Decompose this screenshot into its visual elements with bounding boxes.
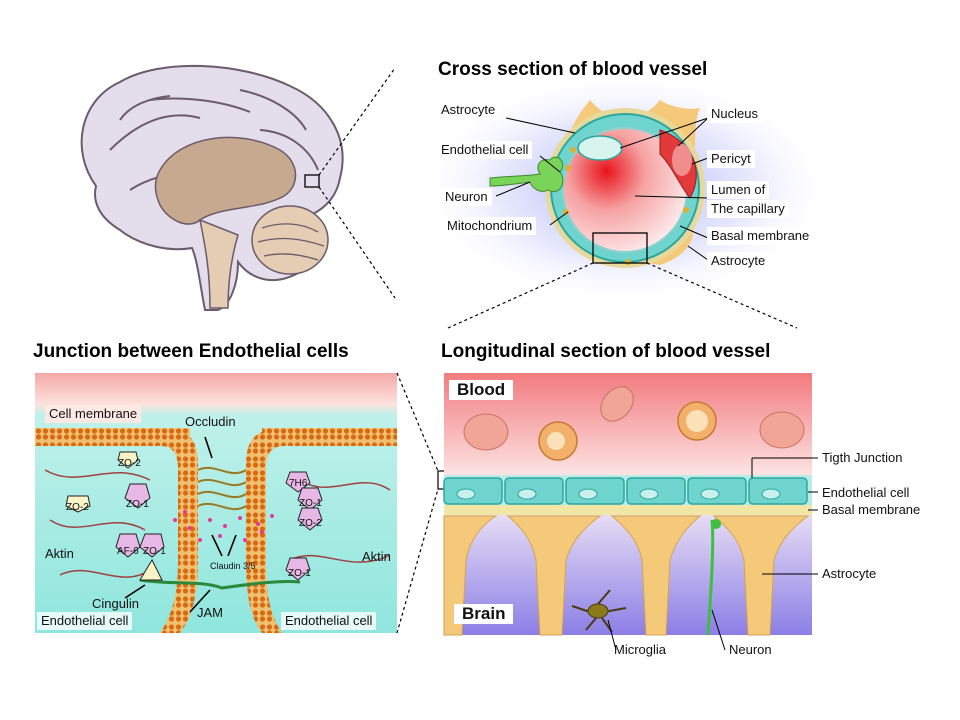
label-tight-junction: Tigth Junction bbox=[822, 450, 903, 465]
label-zo1-d: ZO-1 bbox=[288, 568, 311, 579]
label-endo-left: Endothelial cell bbox=[37, 612, 133, 630]
label-blood: Blood bbox=[449, 380, 514, 400]
label-zo2-c: ZO-2 bbox=[299, 518, 322, 529]
label-aktin-left: Aktin bbox=[45, 546, 74, 561]
label-endothelial-cell: Endothelial cell bbox=[437, 141, 533, 159]
label-zo2-a: ZO-2 bbox=[118, 458, 141, 469]
label-nucleus: Nucleus bbox=[707, 105, 762, 123]
label-microglia: Microglia bbox=[614, 642, 667, 657]
cross-section-figure bbox=[415, 70, 835, 306]
title-junction: Junction between Endothelial cells bbox=[33, 341, 349, 362]
label-mitochondrium: Mitochondrium bbox=[443, 217, 537, 235]
label-lumen-line1: Lumen of bbox=[707, 181, 770, 199]
label-long-neuron: Neuron bbox=[729, 642, 772, 657]
longitudinal-panel bbox=[443, 373, 812, 636]
label-zo2-b: ZO-2 bbox=[66, 502, 89, 513]
label-jam: JAM bbox=[197, 605, 223, 620]
label-neuron: Neuron bbox=[441, 188, 492, 206]
label-long-endothelial: Endothelial cell bbox=[822, 485, 910, 500]
label-endo-right: Endothelial cell bbox=[281, 612, 377, 630]
label-basal-membrane: Basal membrane bbox=[707, 227, 814, 245]
label-long-basal: Basal membrane bbox=[822, 502, 921, 517]
label-claudin: Claudin 3/5 bbox=[210, 561, 256, 571]
label-occludin: Occludin bbox=[185, 414, 236, 429]
label-long-astrocyte: Astrocyte bbox=[822, 566, 877, 581]
label-zo1-b: ZO-1 bbox=[143, 546, 166, 557]
label-astrocyte-top: Astrocyte bbox=[437, 101, 500, 119]
label-brain: Brain bbox=[454, 604, 514, 624]
brain-illustration bbox=[80, 64, 344, 311]
label-zo1-a: ZO-1 bbox=[126, 499, 149, 510]
label-zo1-c: ZO-1 bbox=[299, 498, 322, 509]
label-lumen-line2: The capillary bbox=[707, 200, 789, 218]
label-astrocyte-bottom: Astrocyte bbox=[707, 252, 770, 270]
label-7h6: 7H6 bbox=[289, 478, 308, 489]
label-cingulin: Cingulin bbox=[92, 596, 139, 611]
label-pericyt: Pericyt bbox=[707, 150, 755, 168]
label-af6: AF-6 bbox=[117, 546, 139, 557]
label-aktin-right: Aktin bbox=[362, 549, 391, 564]
label-cell-membrane: Cell membrane bbox=[45, 405, 142, 423]
title-longitudinal: Longitudinal section of blood vessel bbox=[441, 341, 771, 362]
